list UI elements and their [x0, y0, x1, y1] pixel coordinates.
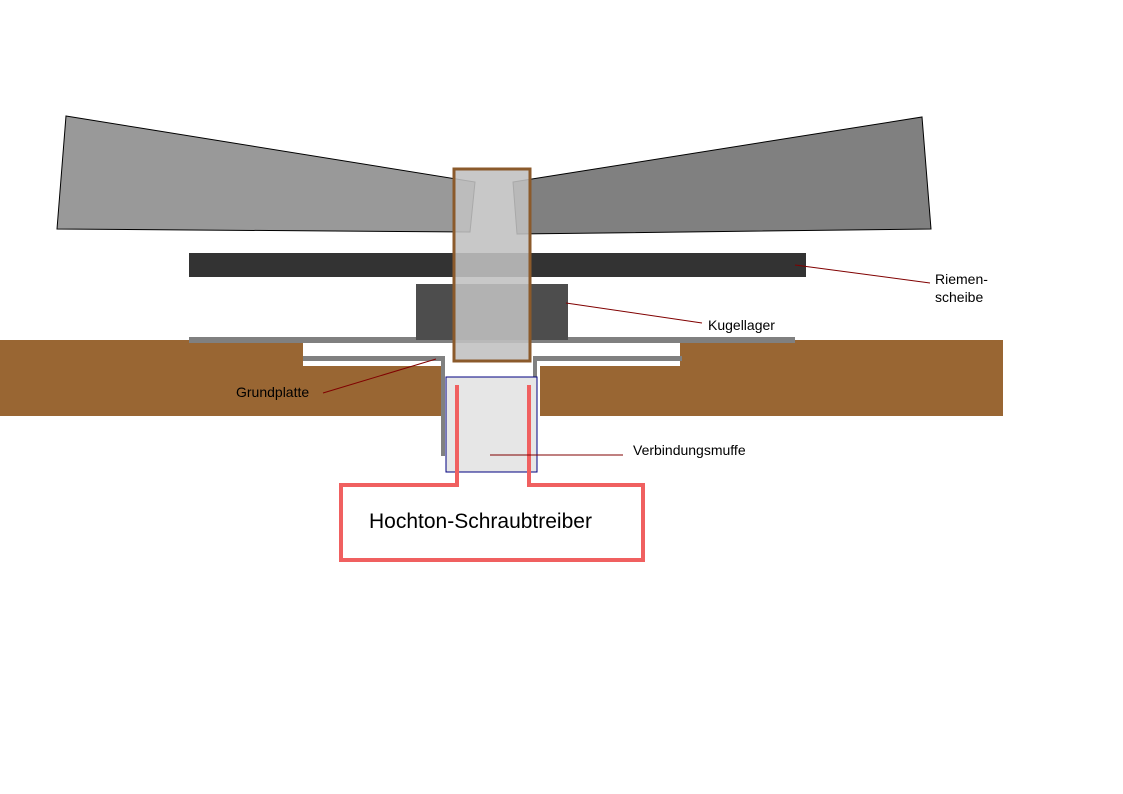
label-hochton-schraubtreiber: Hochton-Schraubtreiber [369, 510, 592, 533]
leader-grundplatte [322, 358, 437, 394]
wood-board-left-inner [303, 366, 443, 416]
base-plate-lower-left [303, 356, 443, 361]
base-plate-flange-left [441, 356, 445, 456]
label-grundplatte: Grundplatte [236, 384, 309, 400]
leader-lines [322, 264, 931, 456]
fan-blade-left [56, 115, 476, 233]
screwdriver-outline [339, 385, 645, 562]
leader-riemenscheibe [794, 264, 931, 284]
coupling-sleeve [445, 376, 538, 473]
wood-board-right [680, 340, 1003, 416]
wood-board-right-inner [540, 366, 682, 416]
shaft [452, 167, 532, 363]
wood-board-left [0, 340, 303, 416]
wood-base [0, 340, 1003, 416]
label-riemenscheibe-line1: Riemen- [935, 271, 988, 287]
leader-kugellager [565, 302, 703, 324]
base-plate-lower-right [537, 356, 682, 361]
label-riemenscheibe-line2: scheibe [935, 289, 983, 305]
label-verbindungsmuffe: Verbindungsmuffe [633, 442, 746, 458]
label-kugellager: Kugellager [708, 317, 775, 333]
fan-blade-right [512, 116, 932, 235]
